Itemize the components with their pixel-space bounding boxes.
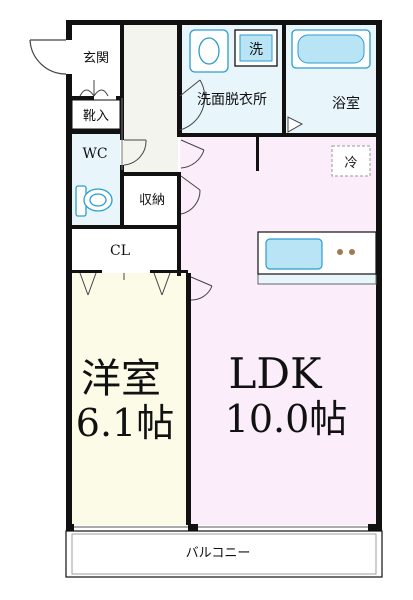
western-room-door[interactable] (190, 276, 213, 301)
closet-doors[interactable] (79, 272, 171, 296)
bath-door[interactable] (287, 116, 304, 133)
washer-icon (234, 29, 278, 67)
ldk-door[interactable] (180, 139, 205, 169)
shoe-cabinet (71, 99, 121, 130)
water-heater-label: 冷 (344, 156, 357, 171)
wc-label: WC (82, 146, 107, 162)
entrance-floor (72, 30, 122, 98)
closet-label: CL (110, 243, 130, 259)
shoe-cabinet-doors[interactable] (79, 80, 109, 97)
bathtub-icon (291, 29, 371, 69)
bath-label: 浴室 (332, 95, 360, 112)
storage-floor (124, 176, 180, 226)
walls (66, 20, 382, 531)
toilet-icon (75, 185, 113, 217)
ldk-size: 10.0帖 (225, 397, 348, 441)
storage-door[interactable] (180, 175, 201, 215)
hallway-floor (122, 24, 178, 172)
entrance-label: 玄関 (83, 51, 109, 66)
western-room-size: 6.1帖 (76, 401, 174, 445)
sink-icon (189, 29, 229, 73)
washroom-door[interactable] (179, 79, 206, 131)
closet-floor (72, 229, 180, 271)
shoe-storage-label: 靴入 (83, 109, 109, 124)
ldk-name: LDK (229, 349, 324, 398)
washer-label: 洗 (249, 42, 263, 58)
western-room-name: 洋室 (81, 356, 161, 402)
western-room-floor (72, 273, 188, 525)
refrigerator-box (331, 145, 371, 177)
kitchen-counter (257, 231, 377, 285)
ldk-floor (180, 136, 378, 525)
entrance-door[interactable] (29, 39, 67, 75)
washroom-label: 洗面脱衣所 (197, 92, 267, 108)
balcony-label: バルコニー (186, 546, 251, 561)
wc-door[interactable] (123, 139, 147, 166)
storage-label: 収納 (139, 193, 165, 208)
balcony (65, 530, 383, 578)
